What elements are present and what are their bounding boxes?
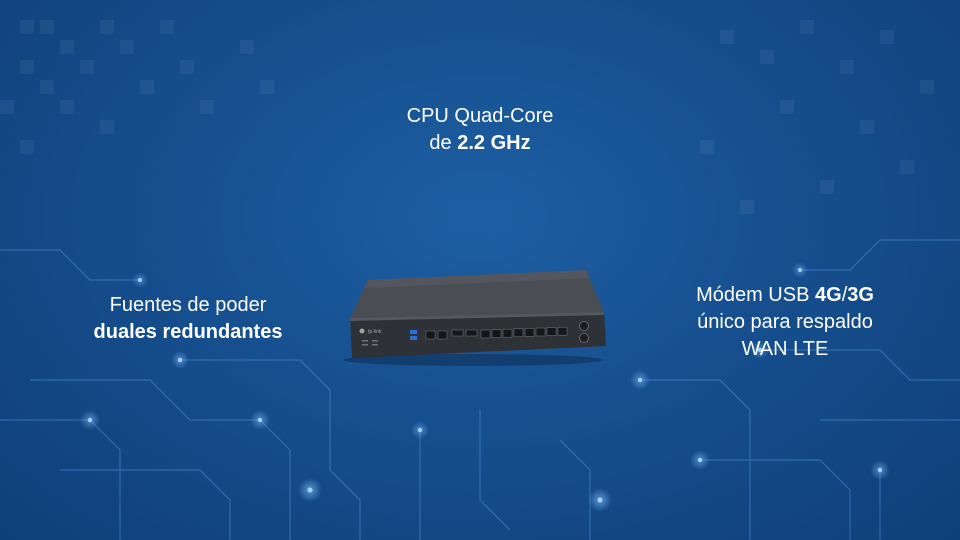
feature-power-line2: duales redundantes (58, 319, 318, 346)
device-brand: tp-link (368, 329, 382, 335)
feature-cpu-line1: CPU Quad-Core (406, 105, 554, 127)
feature-modem-line2: único para respaldo (697, 311, 873, 333)
feature-modem-prefix: Módem USB (696, 284, 815, 306)
feature-power-bold: duales redundantes (93, 321, 283, 343)
feature-power-line1: Fuentes de poder (109, 294, 267, 316)
feature-modem-sep: / (841, 284, 848, 306)
router-device-icon: tp-link (343, 270, 606, 366)
feature-cpu-speed: 2.2 GHz (457, 132, 531, 154)
feature-cpu-line2: de 2.2 GHz (330, 130, 630, 157)
feature-modem-4g: 4G (815, 284, 842, 306)
feature-modem: Módem USB 4G/3G único para respaldo WAN … (640, 282, 930, 363)
feature-modem-line3: WAN LTE (741, 338, 829, 360)
feature-modem-line1: Módem USB 4G/3G (640, 282, 930, 309)
feature-modem-3g: 3G (847, 284, 874, 306)
feature-cpu-prefix: de (429, 132, 458, 154)
feature-power: Fuentes de poder duales redundantes (58, 292, 318, 346)
feature-cpu: CPU Quad-Core de 2.2 GHz (330, 103, 630, 157)
